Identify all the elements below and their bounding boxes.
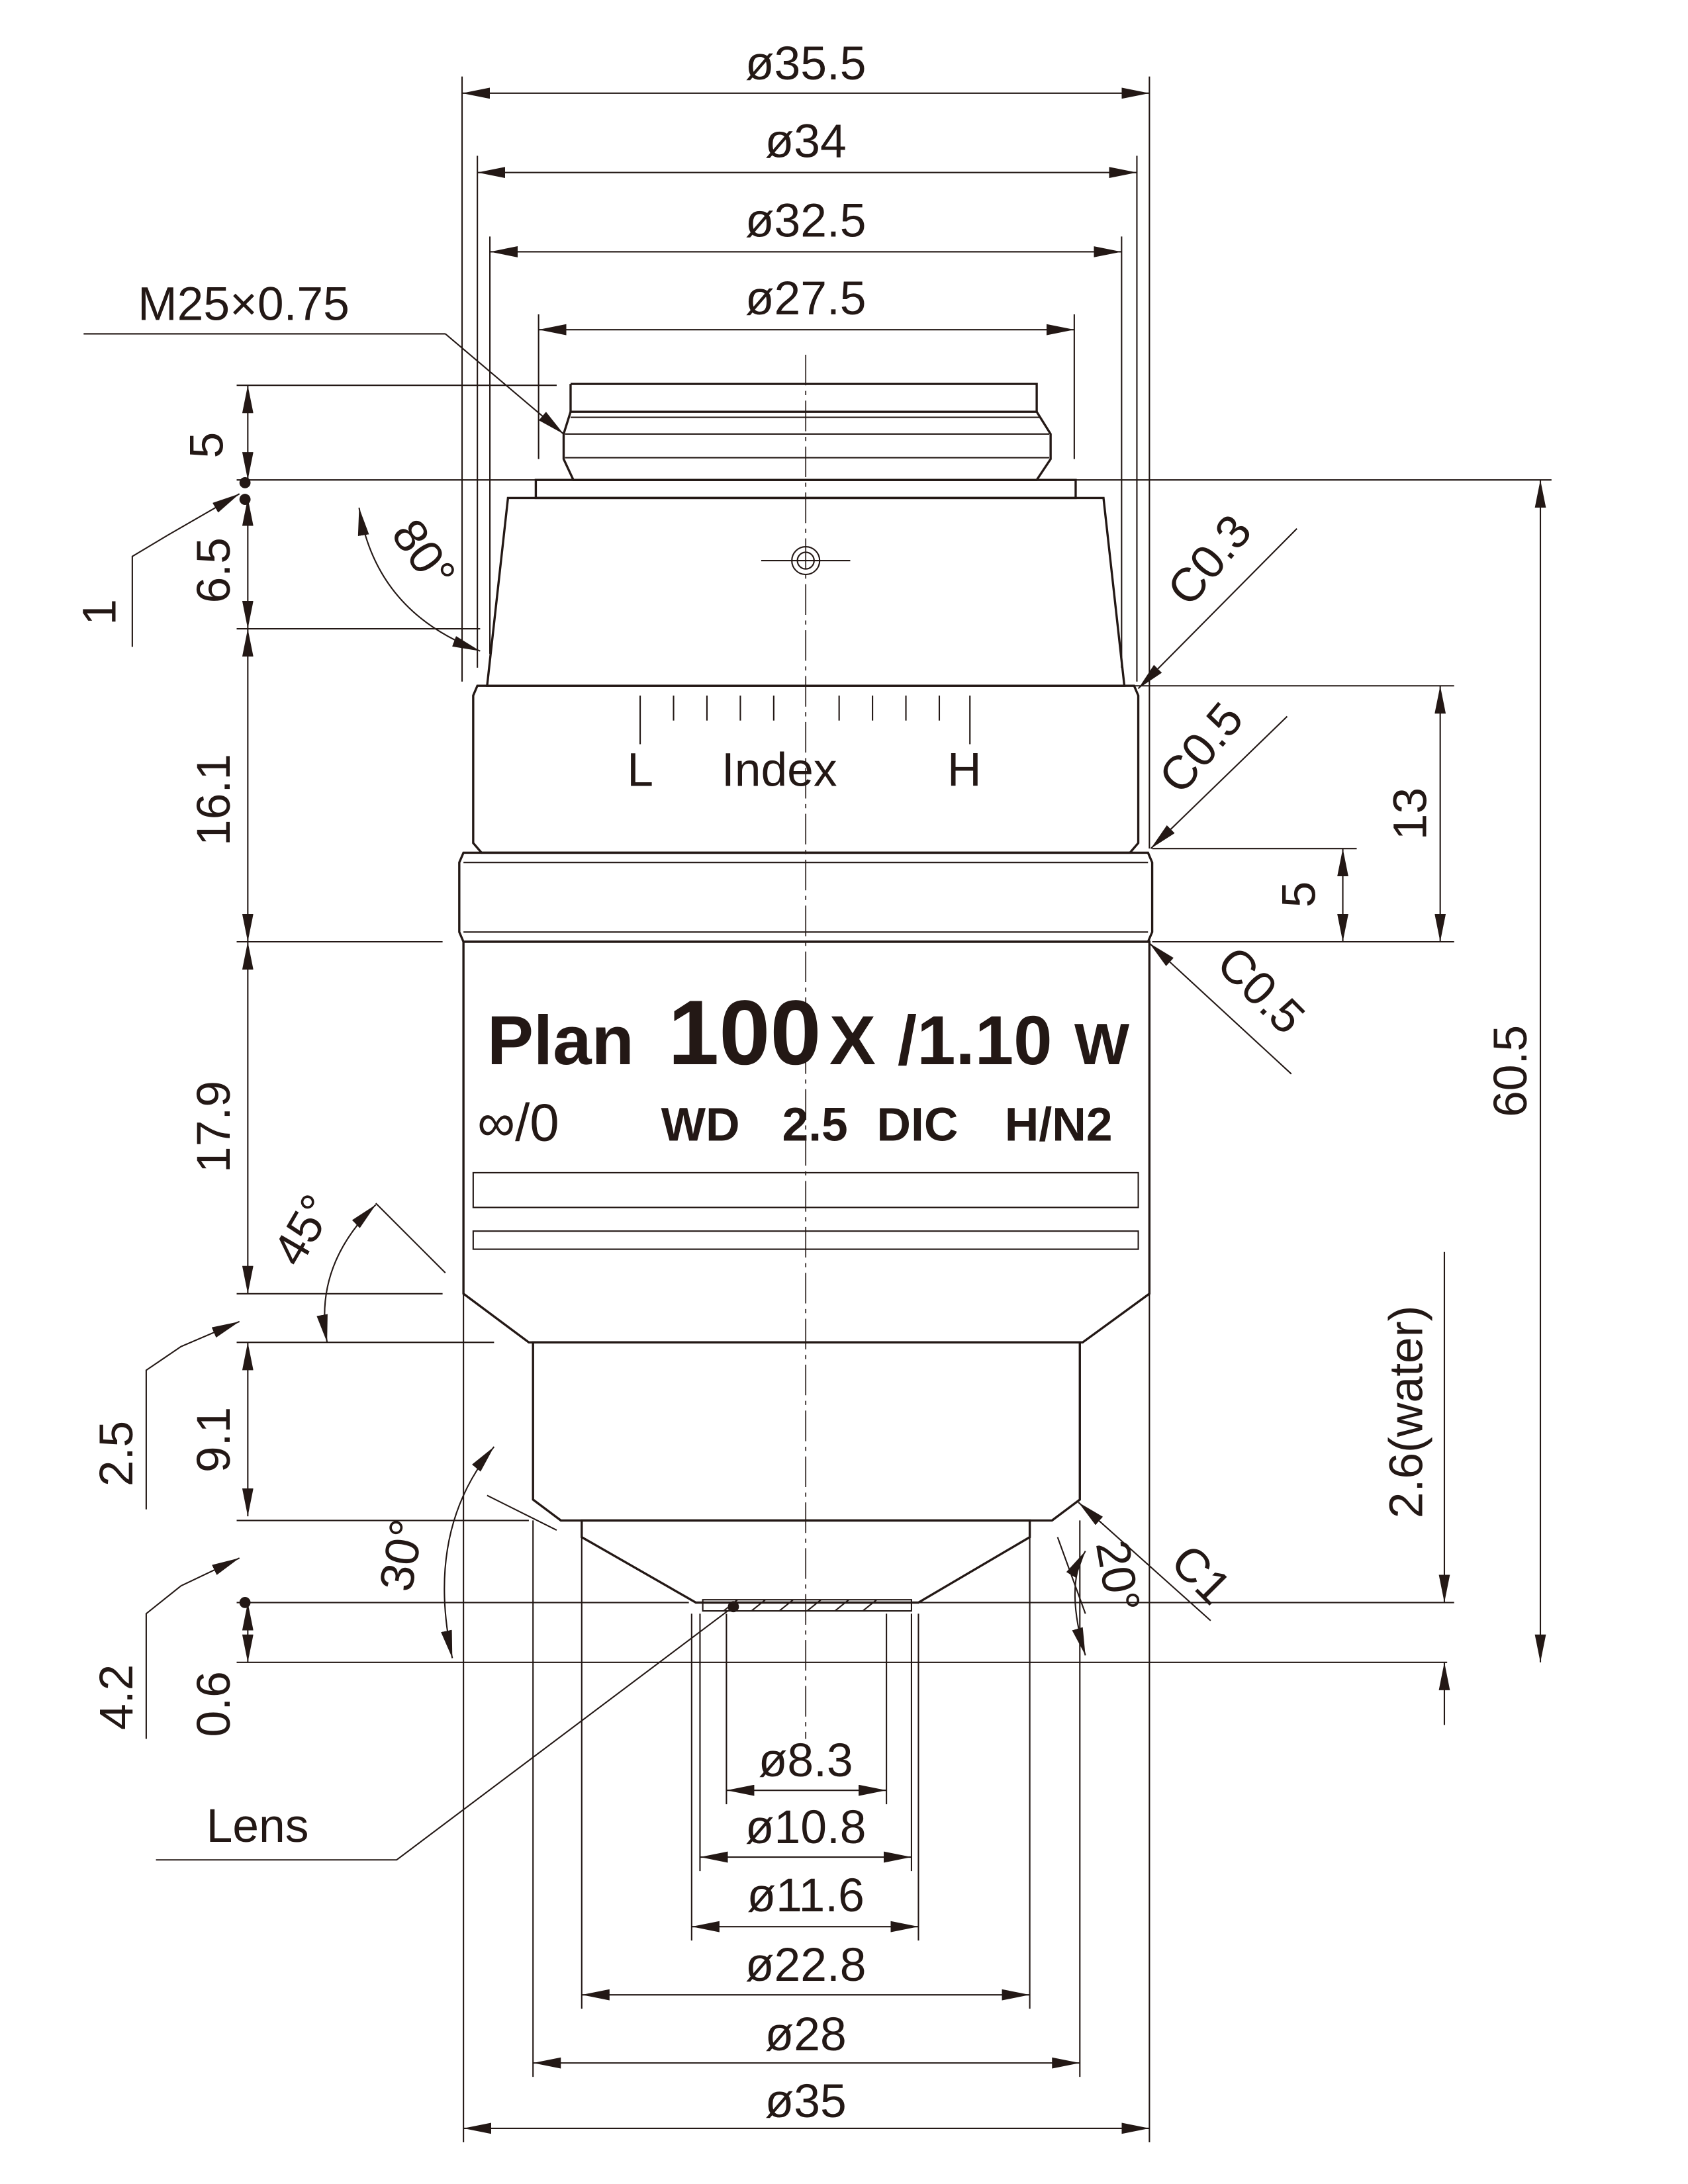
engraving-line1-c-label: X bbox=[829, 1002, 876, 1079]
angles-a45-label: 45° bbox=[263, 1186, 344, 1275]
thread-label: M25×0.75 bbox=[138, 277, 350, 330]
right-dims-wd-label: 2.6(water) bbox=[1380, 1306, 1432, 1519]
left-dims-d4-2-label: 4.2 bbox=[90, 1664, 143, 1730]
bottom-dims-5-label: ø35 bbox=[765, 2075, 847, 2128]
engraving-line1-a-label: Plan bbox=[487, 1002, 634, 1079]
angles-a80-label: 80° bbox=[381, 510, 466, 598]
index-high-label: H bbox=[947, 744, 982, 797]
bottom-dims-2-label: ø11.6 bbox=[747, 1869, 864, 1922]
top-dims-2-label: ø32.5 bbox=[745, 194, 867, 247]
engraving-line1-e-label: W bbox=[1074, 1011, 1130, 1077]
index-label: Index bbox=[722, 744, 837, 797]
top-dims-0-label: ø35.5 bbox=[745, 37, 867, 90]
top-dimensions: ø35.5 ø34 ø32.5 ø27.5 M25×0.75 bbox=[83, 37, 1150, 849]
left-dims-d6-5-label: 6.5 bbox=[187, 537, 240, 603]
engraving-line2-e-label: H/N2 bbox=[1005, 1099, 1113, 1152]
angles-a20-label: 20° bbox=[1086, 1536, 1150, 1615]
chamfers-c03-label: C0.3 bbox=[1157, 505, 1262, 615]
chamfers-c05b-label: C0.5 bbox=[1207, 936, 1315, 1044]
top-dims-3-label: ø27.5 bbox=[745, 272, 867, 325]
engraving-line1-b-label: 100 bbox=[668, 981, 821, 1084]
left-dims-d1-label: 1 bbox=[73, 599, 126, 625]
bottom-dims-1-label: ø10.8 bbox=[745, 1801, 867, 1854]
left-dims-d9-1-label: 9.1 bbox=[187, 1407, 240, 1473]
bottom-dimensions: ø8.3 ø10.8 ø11.6 ø22.8 ø28 ø35 Lens bbox=[156, 1293, 1150, 2142]
engraving-line1-d-label: /1.10 bbox=[898, 1002, 1053, 1079]
index-low-label: L bbox=[627, 744, 653, 797]
index-scale: L Index H bbox=[627, 695, 982, 797]
bottom-dims-0-label: ø8.3 bbox=[759, 1734, 853, 1787]
chamfers-c05a-label: C0.5 bbox=[1149, 693, 1254, 803]
engraving-line2-b-label: WD bbox=[661, 1099, 740, 1152]
engraving-line2-c-label: 2.5 bbox=[782, 1099, 847, 1152]
engraving: Plan 100 X /1.10 W ∞/0 WD 2.5 DIC H/N2 bbox=[477, 981, 1130, 1152]
engraving-line2-d-label: DIC bbox=[876, 1099, 958, 1152]
top-dims-1-label: ø34 bbox=[765, 115, 847, 168]
left-dims-d0-6-label: 0.6 bbox=[187, 1671, 240, 1737]
lens-label: Lens bbox=[207, 1799, 309, 1852]
engraving-line2-a-label: ∞/0 bbox=[477, 1093, 559, 1152]
right-dimensions: 13 5 60.5 2.6(water) bbox=[918, 480, 1546, 1725]
left-dims-d5-label: 5 bbox=[180, 432, 233, 459]
left-dims-d16-1-label: 16.1 bbox=[187, 754, 240, 846]
left-dims-d2-5-label: 2.5 bbox=[90, 1421, 143, 1486]
right-dims-d5-label: 5 bbox=[1272, 882, 1325, 908]
bottom-dims-3-label: ø22.8 bbox=[745, 1938, 867, 1991]
right-dims-d60-5-label: 60.5 bbox=[1484, 1025, 1537, 1117]
right-dims-d13-label: 13 bbox=[1384, 788, 1437, 840]
bottom-dims-4-label: ø28 bbox=[765, 2008, 847, 2061]
left-dims-d17-9-label: 17.9 bbox=[187, 1081, 240, 1173]
angles-a30-label: 30° bbox=[369, 1516, 434, 1595]
